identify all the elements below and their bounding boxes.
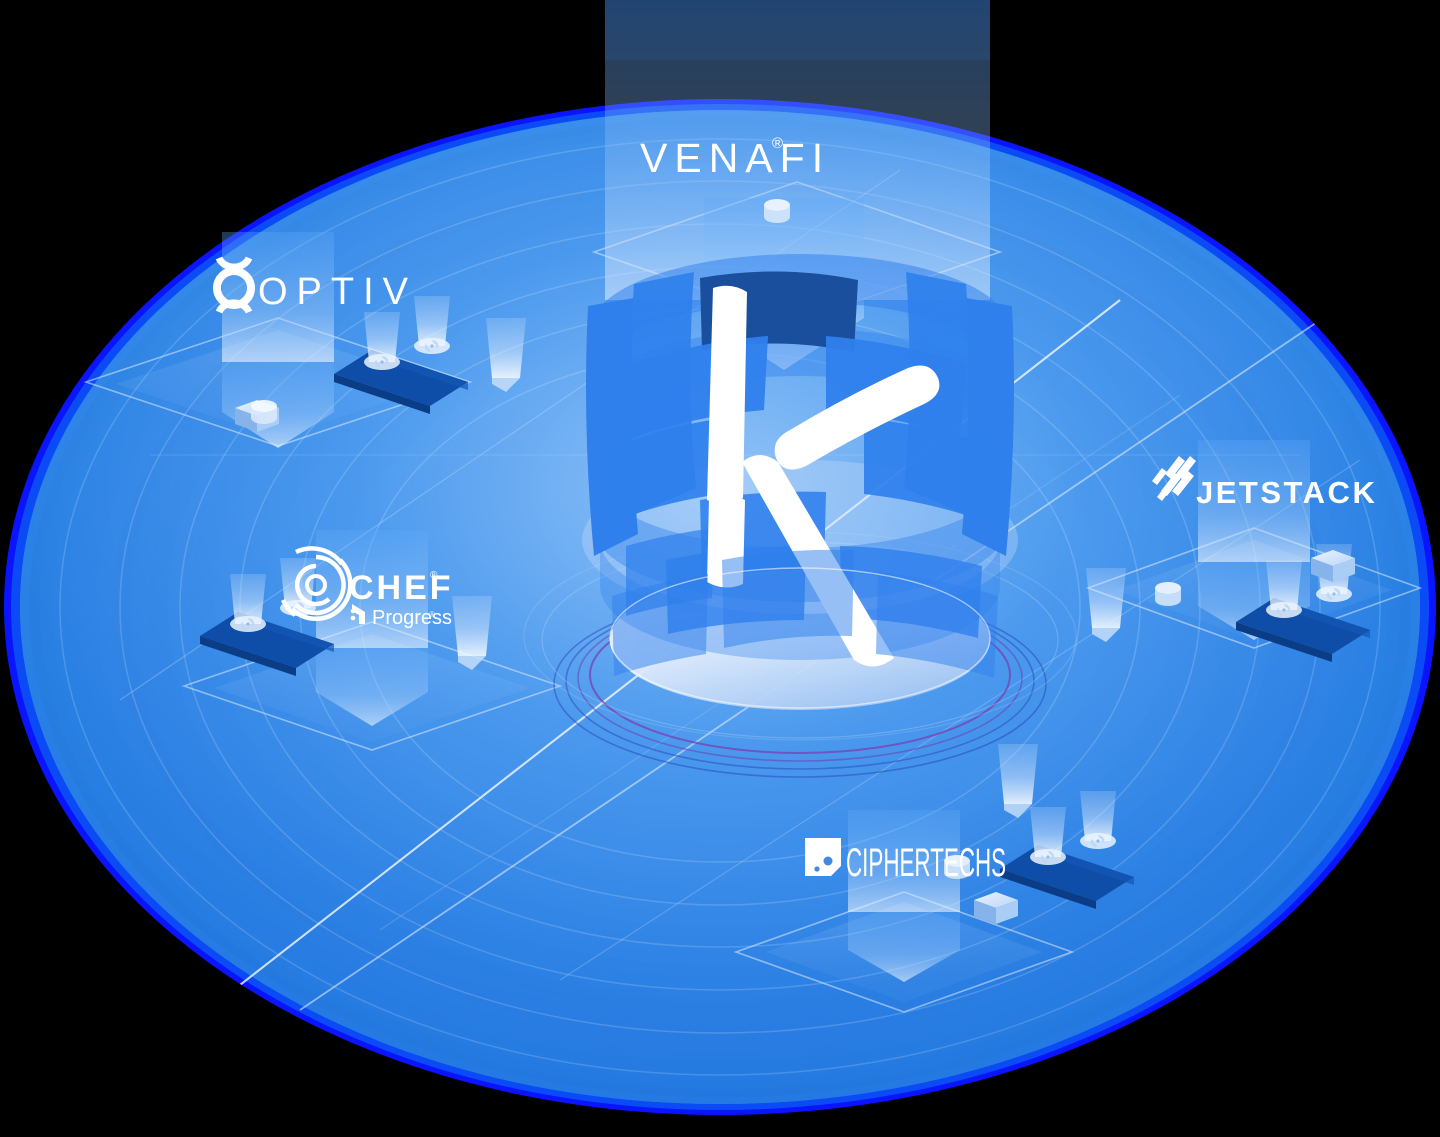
jetstack-slashes-icon: [1152, 456, 1196, 501]
progress-arrow-icon: [350, 604, 365, 624]
partner-logo-chef[interactable]: CHEF ® Progress ®: [280, 546, 454, 629]
ciphertechs-square-icon: [805, 838, 841, 876]
partner-logo-optiv[interactable]: OPTIV: [213, 256, 417, 314]
chef-sublabel-text: Progress: [372, 607, 452, 629]
chef-circles-icon: [280, 546, 353, 622]
chef-trademark: ®: [430, 570, 438, 581]
partner-logo-venafi[interactable]: VENAFI ®: [640, 135, 830, 181]
jetstack-wordmark-text: JETSTACK: [1196, 475, 1377, 510]
optiv-wordmark-text: OPTIV: [258, 271, 417, 313]
optiv-o-mark-icon: [213, 256, 255, 314]
partner-logo-ciphertechs[interactable]: CIPHERTECHS: [805, 838, 1006, 885]
chef-sublabel-trademark: ®: [429, 610, 435, 619]
venafi-trademark: ®: [772, 135, 783, 152]
partner-logo-jetstack[interactable]: JETSTACK: [1152, 456, 1377, 510]
chef-wordmark-text: CHEF: [349, 569, 454, 607]
ciphertechs-wordmark-text: CIPHERTECHS: [846, 840, 1006, 884]
venafi-wordmark-text: VENAFI: [640, 135, 830, 181]
